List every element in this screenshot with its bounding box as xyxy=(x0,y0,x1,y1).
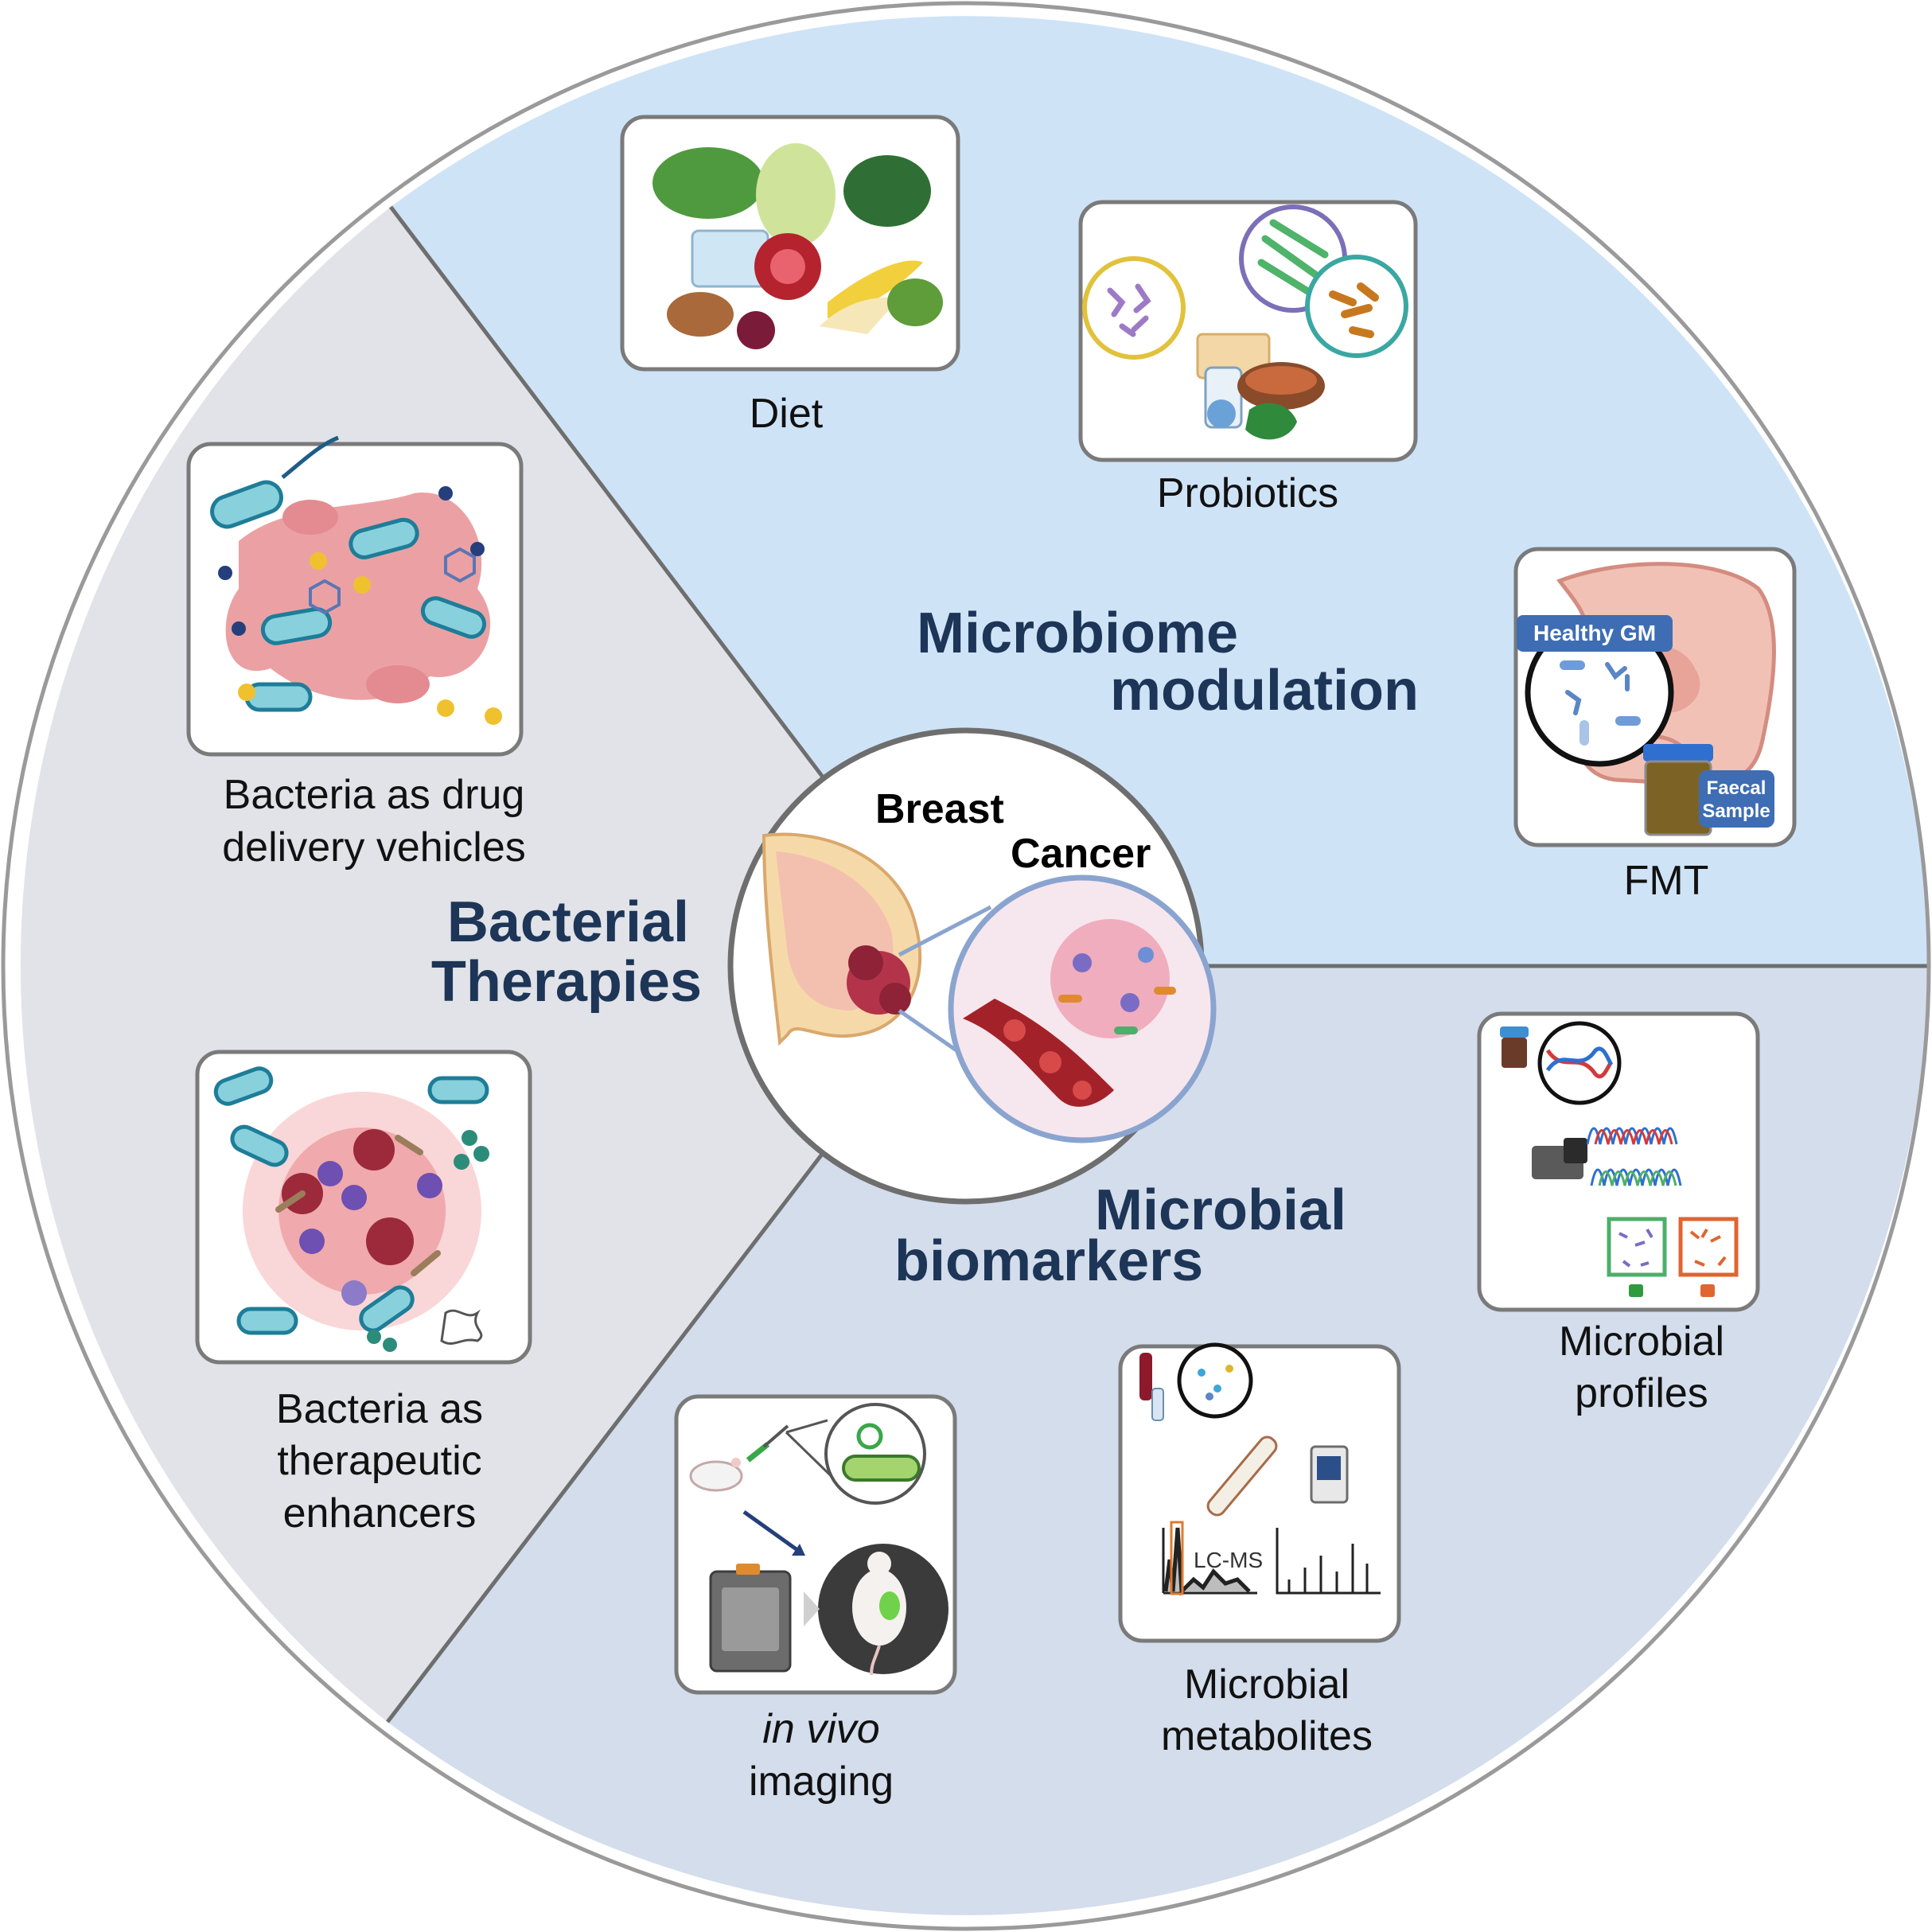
faecal-sample-badge xyxy=(1699,770,1774,828)
blood-vessel xyxy=(963,999,1114,1107)
probiotic-microbes-icon xyxy=(1082,204,1408,440)
microbial-profiles-card: Microbial profiles xyxy=(1477,1011,1760,1416)
lcms-label: LC-MS xyxy=(1194,1548,1263,1572)
microbial-metabolites-card-frame xyxy=(1118,1344,1401,1643)
bacteria-drug-delivery-illustration xyxy=(210,435,502,725)
bacterium xyxy=(1058,995,1082,1003)
microbial-metabolites-label-line1: Microbial xyxy=(1184,1661,1350,1708)
center-title-line1: Breast xyxy=(875,786,1004,832)
metabolomics-illustration: LC-MS xyxy=(1139,1342,1381,1596)
bacterium xyxy=(1114,1026,1138,1034)
red-blood-cell xyxy=(1003,1019,1026,1042)
microbial-metabolites-label-line2: metabolites xyxy=(1161,1713,1373,1759)
fmt-label: FMT xyxy=(1624,858,1709,904)
immune-cell xyxy=(1120,993,1139,1012)
gut-bacteria-icon xyxy=(1560,660,1641,746)
drug-delivery-label-line2: delivery vehicles xyxy=(222,824,526,871)
red-blood-cell xyxy=(1073,1081,1092,1100)
therapeutic-enhancers-label-line3: enhancers xyxy=(283,1490,477,1537)
in-vivo-imaging-label-line2: imaging xyxy=(749,1759,894,1805)
diet-label: Diet xyxy=(750,391,824,437)
diet-card: Diet xyxy=(620,115,960,437)
faecal-sample-text-line2: Sample xyxy=(1702,800,1770,822)
immune-cell xyxy=(1138,947,1154,963)
faecal-sample-text-line1: Faecal xyxy=(1707,777,1766,799)
center-breast-cancer: Breast Cancer xyxy=(727,727,1217,1205)
bacterium xyxy=(1154,987,1176,995)
center-title-line2: Cancer xyxy=(1011,831,1151,877)
in-vivo-imaging-label-line1: in vivo xyxy=(762,1706,879,1752)
section-title-biomarkers-line2: biomarkers xyxy=(894,1229,1203,1293)
fmt-card: Healthy GM Faecal Sample FMT xyxy=(1513,547,1797,904)
vegetables-icon xyxy=(652,143,943,349)
therapeutic-enhancers-label-line2: therapeutic xyxy=(277,1438,481,1484)
section-title-microbiome-line2: modulation xyxy=(1110,659,1419,723)
sample-jar-icon xyxy=(1643,744,1713,836)
red-blood-cell xyxy=(1039,1051,1061,1073)
tumor-mass xyxy=(879,983,911,1015)
healthy-gm-badge xyxy=(1517,615,1673,652)
drug-delivery-label-line1: Bacteria as drug xyxy=(224,772,525,818)
sequencing-illustration xyxy=(1500,1021,1739,1297)
tumor-cells xyxy=(1050,919,1170,1038)
tumor-mass xyxy=(848,945,883,980)
probiotics-card: Probiotics xyxy=(1078,200,1418,516)
drug-delivery-card: Bacteria as drug delivery vehicles xyxy=(186,435,526,871)
immune-cell xyxy=(1073,953,1092,972)
therapeutic-enhancers-label-line1: Bacteria as xyxy=(276,1386,483,1432)
in-vivo-imaging-illustration xyxy=(689,1403,948,1676)
microbial-profiles-label-line1: Microbial xyxy=(1559,1319,1724,1365)
microbial-metabolites-card: LC-MS Microbial metabolites xyxy=(1118,1342,1401,1759)
section-title-microbiome-line1: Microbiome xyxy=(917,602,1238,665)
healthy-gm-badge-text: Healthy GM xyxy=(1533,621,1656,645)
microbial-profiles-label-line2: profiles xyxy=(1575,1370,1708,1416)
section-title-bacterial-line2: Therapies xyxy=(431,950,702,1014)
section-title-biomarkers-line1: Microbial xyxy=(1095,1178,1346,1242)
zoom-connector xyxy=(898,905,992,957)
tumor-bacteria-illustration xyxy=(213,1066,489,1352)
in-vivo-imaging-card: in vivo imaging xyxy=(674,1394,957,1805)
probiotics-label: Probiotics xyxy=(1157,470,1338,516)
section-title-bacterial-line1: Bacterial xyxy=(447,890,689,954)
therapeutic-enhancers-card: Bacteria as therapeutic enhancers xyxy=(195,1050,532,1537)
